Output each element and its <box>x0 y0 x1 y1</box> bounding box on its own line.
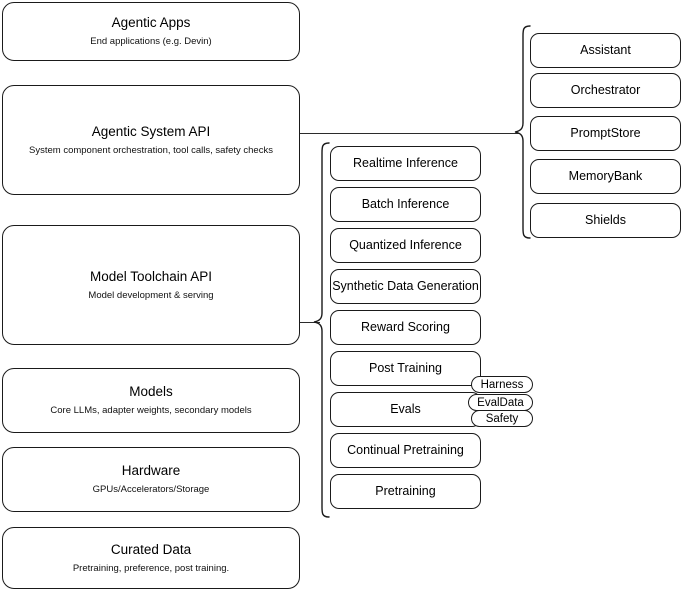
component-label: Assistant <box>580 42 631 57</box>
component-box-shields[interactable]: Shields <box>530 203 681 238</box>
brace-system-components <box>513 24 533 240</box>
connector-toolchain-api-to-components <box>300 322 320 323</box>
toolchain-box-batch-inference[interactable]: Batch Inference <box>330 187 481 222</box>
layer-subtitle: Core LLMs, adapter weights, secondary mo… <box>50 405 252 416</box>
layer-box-model-toolchain-api[interactable]: Model Toolchain API Model development & … <box>2 225 300 345</box>
toolchain-box-pretraining[interactable]: Pretraining <box>330 474 481 509</box>
brace-toolchain-components <box>312 141 332 521</box>
component-label: MemoryBank <box>568 168 643 183</box>
layer-subtitle: System component orchestration, tool cal… <box>29 144 273 156</box>
layer-box-hardware[interactable]: Hardware GPUs/Accelerators/Storage <box>2 447 300 512</box>
toolchain-label: Quantized Inference <box>349 237 462 252</box>
layer-subtitle: Pretraining, preference, post training. <box>72 562 230 574</box>
toolchain-label: Realtime Inference <box>353 155 458 170</box>
layer-subtitle: End applications (e.g. Devin) <box>90 36 212 47</box>
component-box-assistant[interactable]: Assistant <box>530 33 681 68</box>
toolchain-label: Post Training <box>369 360 442 375</box>
layer-box-agentic-apps[interactable]: Agentic Apps End applications (e.g. Devi… <box>2 2 300 61</box>
eval-pill-evaldata[interactable]: EvalData <box>468 394 533 411</box>
layer-title: Model Toolchain API <box>89 268 213 284</box>
layer-title: Curated Data <box>110 541 192 557</box>
layer-subtitle: Model development & serving <box>88 289 214 301</box>
eval-pill-label: Safety <box>485 412 519 425</box>
toolchain-box-realtime-inference[interactable]: Realtime Inference <box>330 146 481 181</box>
toolchain-box-post-training[interactable]: Post Training <box>330 351 481 386</box>
toolchain-label: Synthetic Data Generation <box>332 278 479 293</box>
layer-title: Agentic System API <box>91 123 211 139</box>
toolchain-label: Evals <box>390 401 421 416</box>
toolchain-label: Pretraining <box>375 483 436 498</box>
component-label: PromptStore <box>570 125 641 140</box>
eval-pill-label: Harness <box>480 378 524 391</box>
toolchain-box-quantized-inference[interactable]: Quantized Inference <box>330 228 481 263</box>
toolchain-label: Reward Scoring <box>361 319 450 334</box>
eval-pill-label: EvalData <box>477 396 524 409</box>
layer-box-curated-data[interactable]: Curated Data Pretraining, preference, po… <box>2 527 300 589</box>
component-box-orchestrator[interactable]: Orchestrator <box>530 73 681 108</box>
component-label: Shields <box>585 212 626 227</box>
toolchain-box-synthetic-data-generation[interactable]: Synthetic Data Generation <box>330 269 481 304</box>
toolchain-box-continual-pretraining[interactable]: Continual Pretraining <box>330 433 481 468</box>
toolchain-label: Batch Inference <box>361 196 450 211</box>
component-box-memorybank[interactable]: MemoryBank <box>530 159 681 194</box>
toolchain-box-evals[interactable]: Evals <box>330 392 481 427</box>
toolchain-label: Continual Pretraining <box>347 442 464 457</box>
layer-title: Agentic Apps <box>111 15 191 31</box>
layer-title: Models <box>129 384 173 400</box>
eval-pill-safety[interactable]: Safety <box>471 410 533 427</box>
layer-subtitle: GPUs/Accelerators/Storage <box>92 484 210 495</box>
component-box-promptstore[interactable]: PromptStore <box>530 116 681 151</box>
toolchain-box-reward-scoring[interactable]: Reward Scoring <box>330 310 481 345</box>
eval-pill-harness[interactable]: Harness <box>471 376 533 393</box>
connector-system-api-to-components <box>300 133 520 134</box>
component-label: Orchestrator <box>570 82 641 97</box>
layer-title: Hardware <box>121 463 181 479</box>
layer-box-agentic-system-api[interactable]: Agentic System API System component orch… <box>2 85 300 195</box>
layer-box-models[interactable]: Models Core LLMs, adapter weights, secon… <box>2 368 300 433</box>
